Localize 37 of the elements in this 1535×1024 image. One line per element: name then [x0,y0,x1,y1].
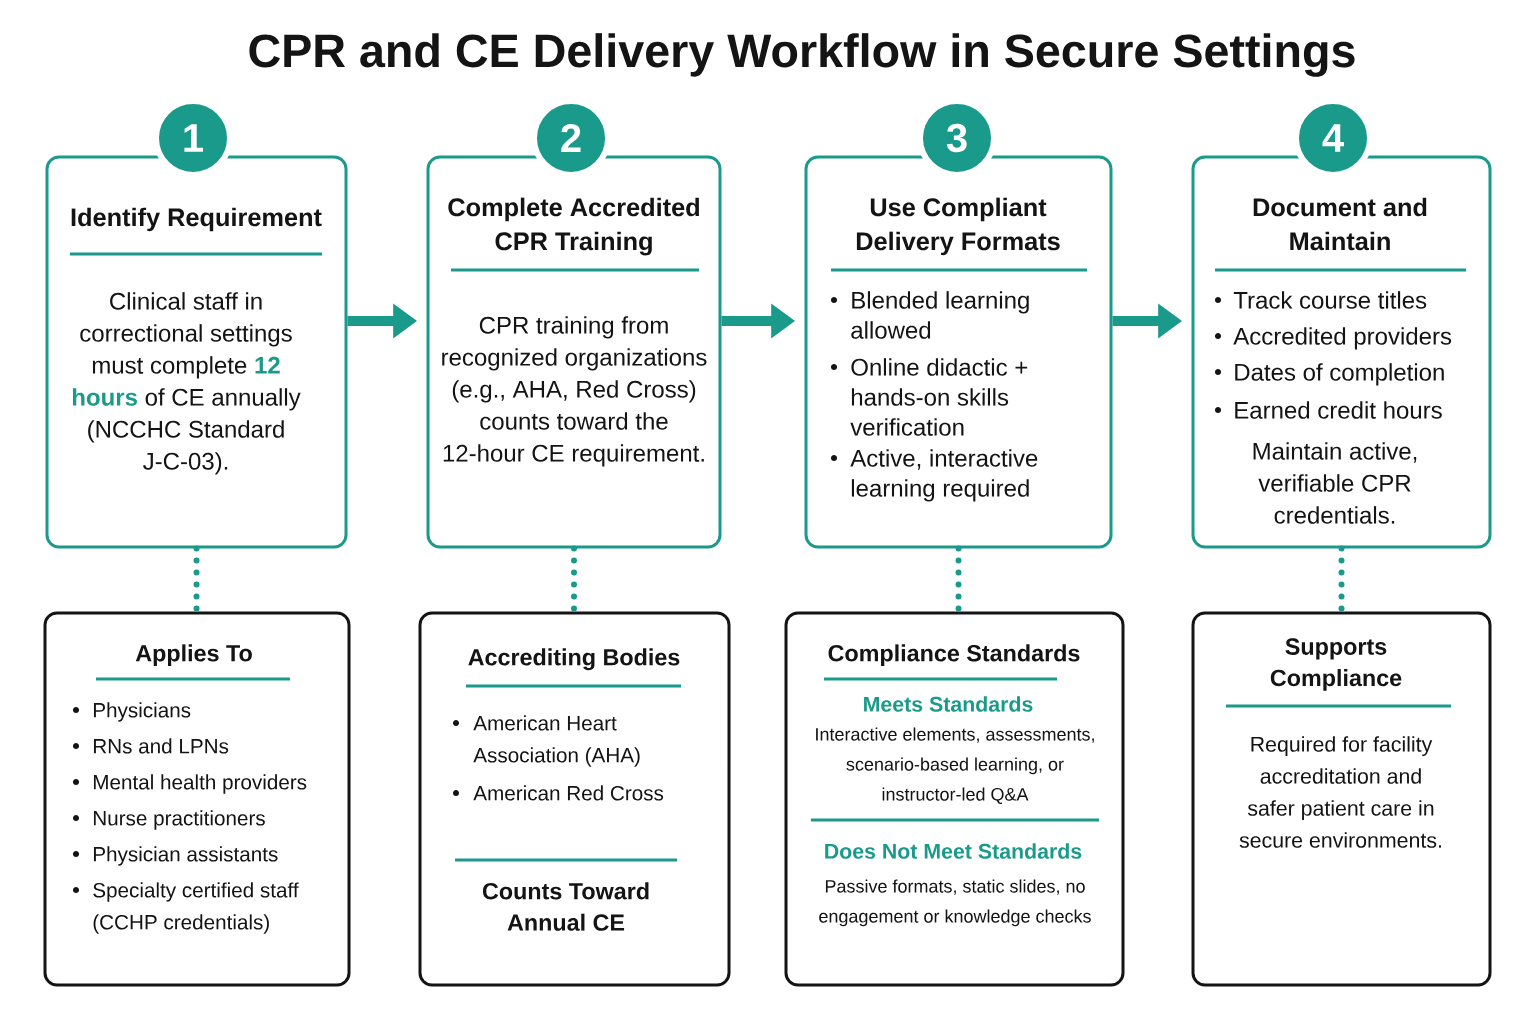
bullet-item: American Red Cross [473,785,664,801]
card-heading: Accrediting Bodies [468,648,680,671]
bullet-item: Track course titles [1233,291,1427,309]
bullet-item: Nurse practitioners [93,810,265,830]
card-heading: Document and Maintain [1253,197,1427,251]
bullet-item: Physician assistants [93,846,278,866]
bullet-item: Blended learning allowed [851,291,1029,339]
bullet-item: Mental health providers [93,774,307,794]
bullet-item: Online didactic + hands-on skills verification [850,358,1028,436]
card-text: Clinical staff in correctional settings must complete 12 hours of CE annually (NCCHC Standard J-C-03). [72,292,301,475]
step-number-badge: 4 [1293,98,1373,178]
diagram-title: CPR and CE Delivery Workflow in Secure Settings [249,33,1355,77]
subheading: Meets Standards [864,696,1033,712]
bullet-item: Accredited providers [1233,327,1452,350]
card-heading: Applies To [135,644,252,667]
bullet-item: RNs and LPNs [93,738,229,754]
card-text: CPR training from recognized organizations (e.g., AHA, Red Cross) counts toward the 12-hour CE requirement. [442,316,707,467]
bullet-item: Dates of completion [1235,363,1444,386]
card-text: Passive formats, static slides, no engagement or knowledge checks [819,879,1091,927]
card-heading: Complete Accredited CPR Training [448,197,699,256]
card-heading: Identify Requirement [71,207,322,232]
bullet-item: Specialty certified staff (CCHP credentials) [93,882,299,934]
step-number-badge: 2 [531,98,611,178]
card-heading: Supports Compliance [1270,638,1402,691]
bullet-item: Earned credit hours [1235,401,1442,419]
step-number-badge: 3 [917,98,997,178]
card-heading: Compliance Standards [828,644,1080,667]
bullet-item: Active, interactive learning required [850,449,1038,502]
card-heading: Use Compliant Delivery Formats [856,197,1060,256]
card-text: Required for facility accreditation and safer patient care in secure environments. [1239,736,1441,848]
card-text: Maintain active, verifiable CPR credentials. [1253,442,1417,524]
card-heading: Counts Toward Annual CE [482,882,649,931]
card-text: Interactive elements, assessments, scenario-based learning, or instructor-led Q&A [816,727,1094,804]
step-number-badge: 1 [153,98,233,178]
bullet-item: Physicians [93,702,191,722]
bullet-item: American Heart Association (AHA) [473,715,640,767]
subheading: Does Not Meet Standards [825,843,1082,859]
